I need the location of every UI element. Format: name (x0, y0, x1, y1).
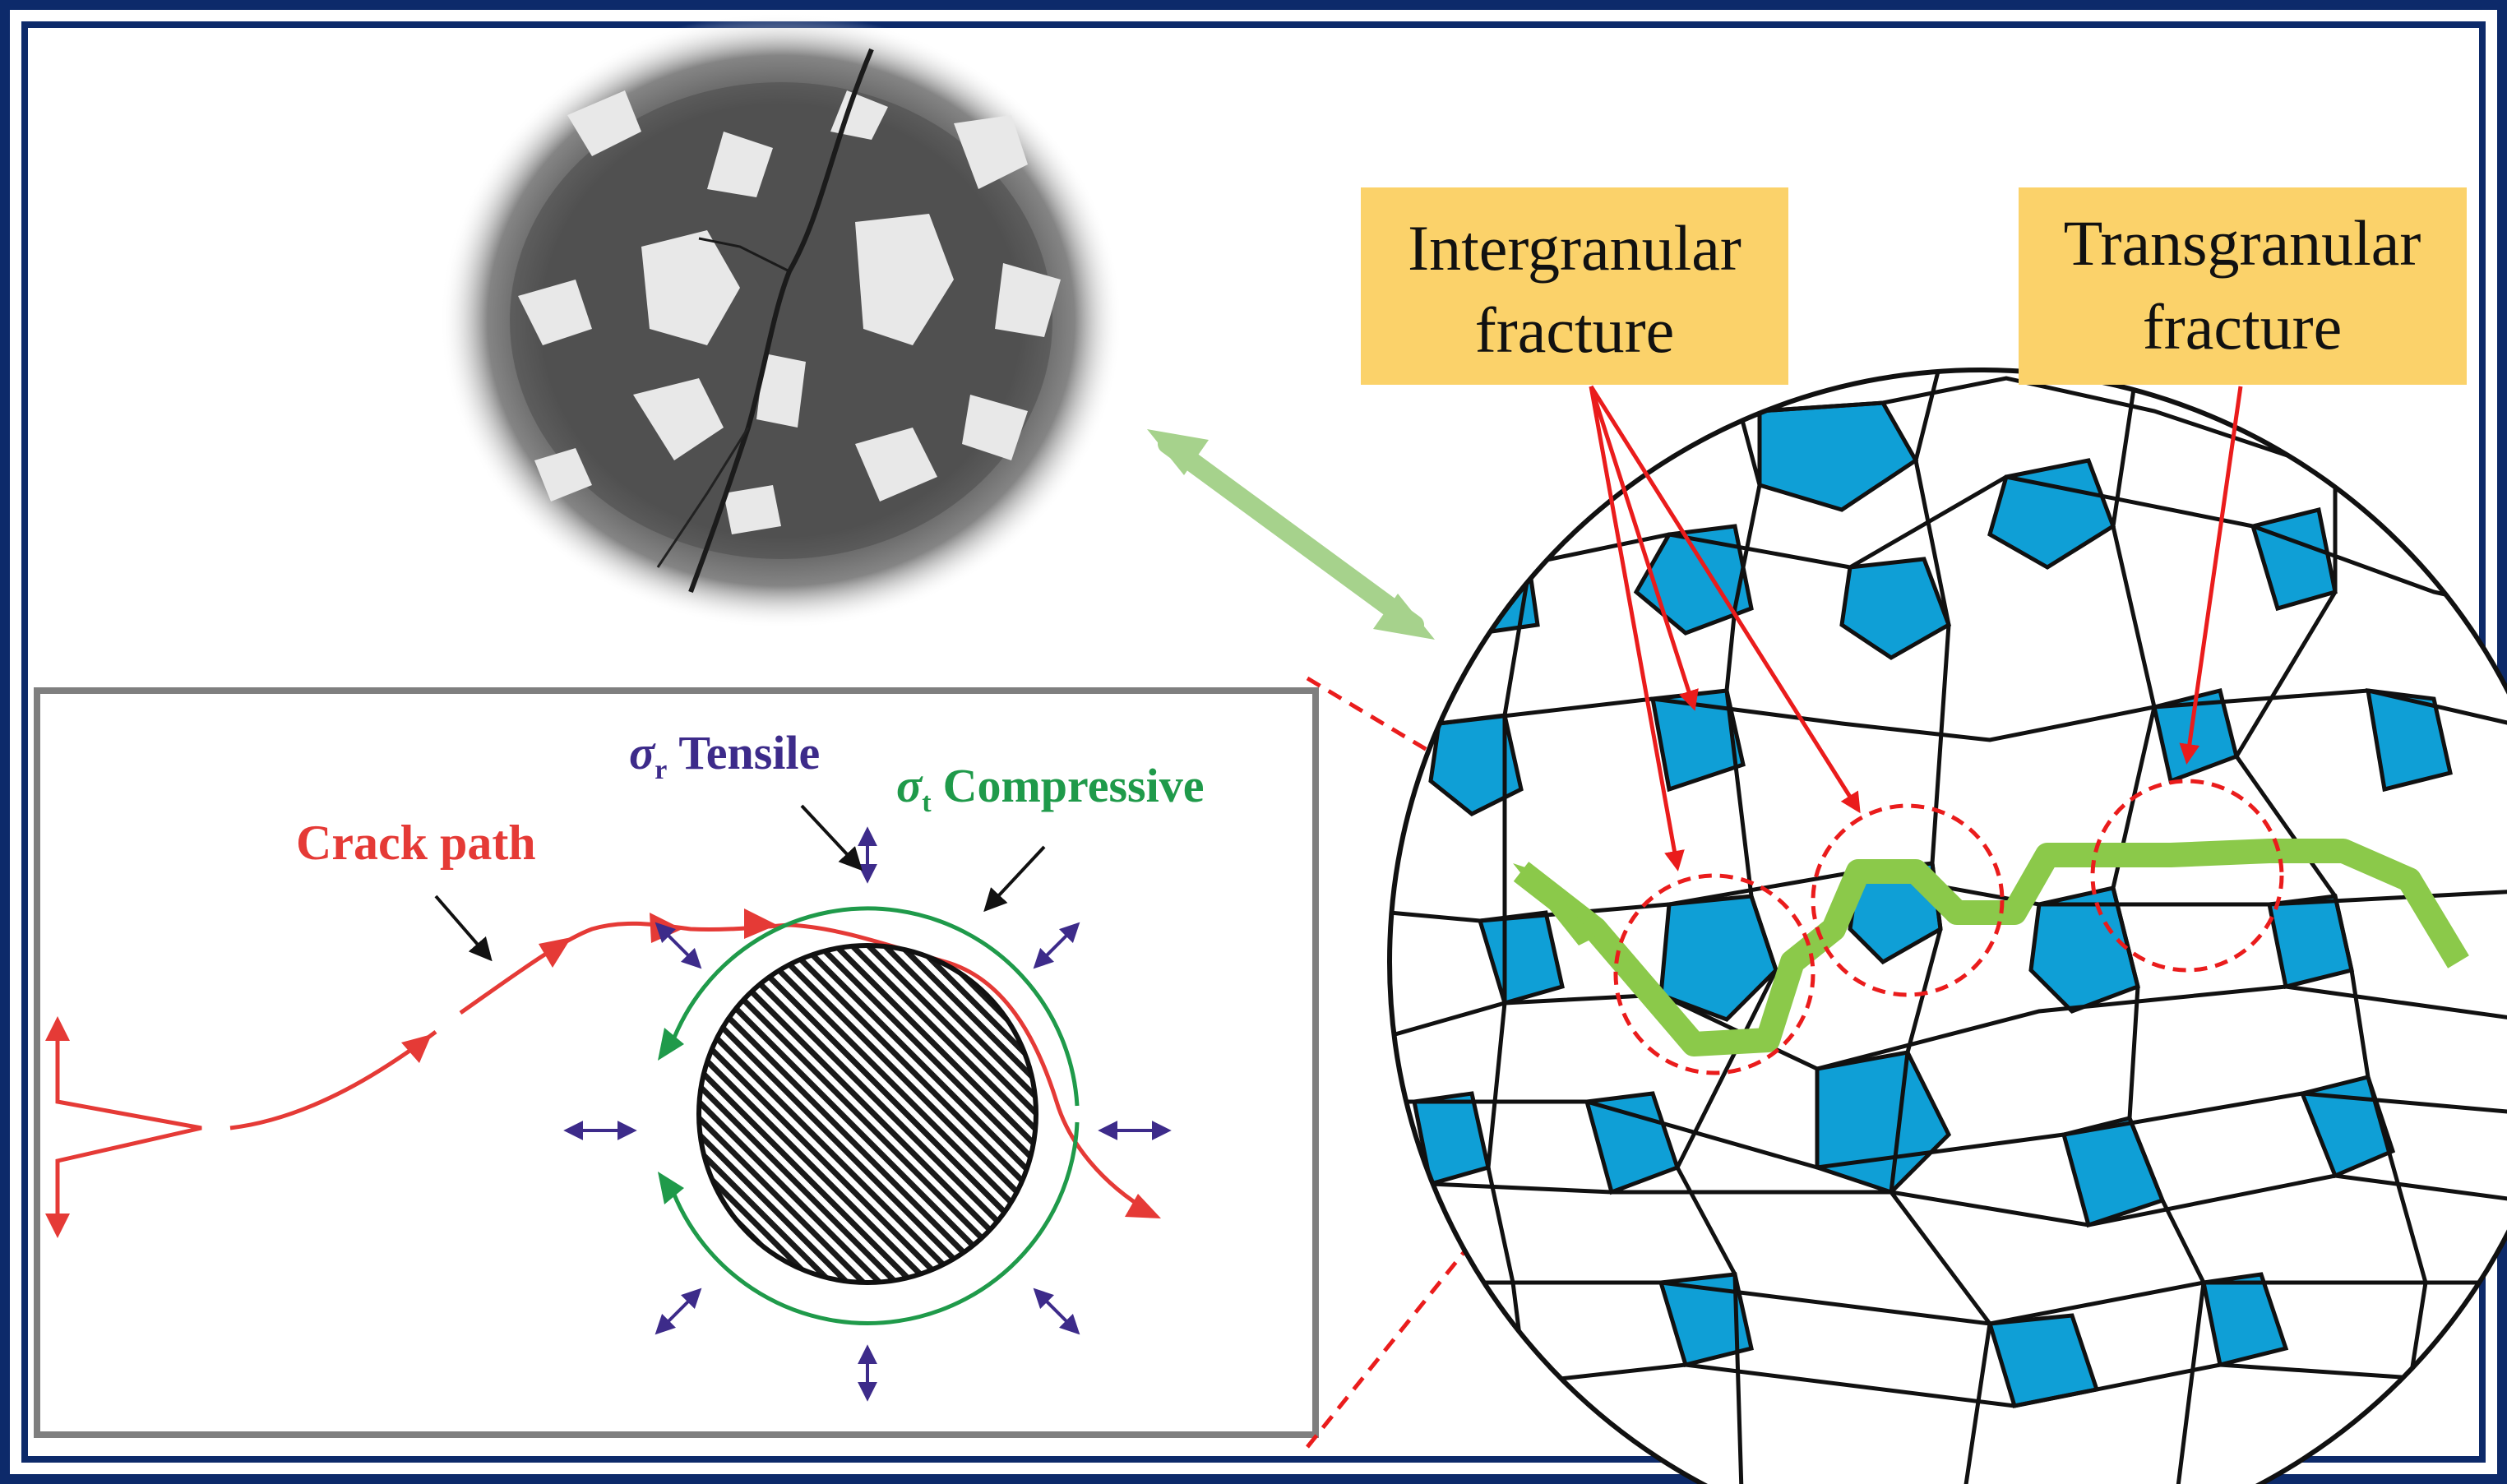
grain-structure-circle (1387, 368, 2507, 1484)
compressive-arrowhead-upper (658, 1028, 684, 1061)
intergranular-zone-1 (1613, 873, 1815, 1075)
compressive-arc-upper (668, 906, 1080, 1107)
leader-crack-path (434, 895, 493, 962)
compressive-arrowhead-lower (658, 1172, 684, 1204)
intergranular-zone-2 (1811, 803, 2005, 997)
green-crack-path (1513, 839, 2469, 1056)
crack-arrow-5 (1125, 1194, 1161, 1218)
svg-text:Transgranular: Transgranular (2064, 207, 2421, 279)
hatched-particle-icon (696, 943, 1038, 1285)
intergranular-callout: Intergranular fracture (1361, 187, 1788, 385)
leader-compressive (983, 845, 1046, 913)
double-headed-arrow-icon (1158, 434, 1424, 635)
transgranular-callout: Transgranular fracture (2019, 187, 2467, 385)
svg-text:fracture: fracture (2143, 291, 2342, 363)
tensile-radial-arrows (563, 826, 1172, 1402)
svg-text:fracture: fracture (1475, 294, 1674, 366)
crack-path-label: Crack path (296, 816, 536, 870)
crack-arrow-4 (744, 908, 777, 939)
link-arrowhead-lower (1373, 594, 1435, 640)
compressive-arc-lower (668, 1121, 1080, 1325)
green-crack-tail (1513, 863, 1595, 945)
transgranular-zone (2090, 779, 2284, 973)
svg-text:Intergranular: Intergranular (1408, 212, 1741, 284)
leader-tensile (800, 804, 863, 871)
crack-arrow-2 (539, 937, 571, 968)
notch (55, 1061, 202, 1192)
link-arrowhead-upper (1147, 429, 1209, 475)
callout-pointers (1589, 385, 2243, 871)
crack-arrow-1 (401, 1034, 432, 1063)
sem-micrograph-image (440, 12, 1122, 629)
